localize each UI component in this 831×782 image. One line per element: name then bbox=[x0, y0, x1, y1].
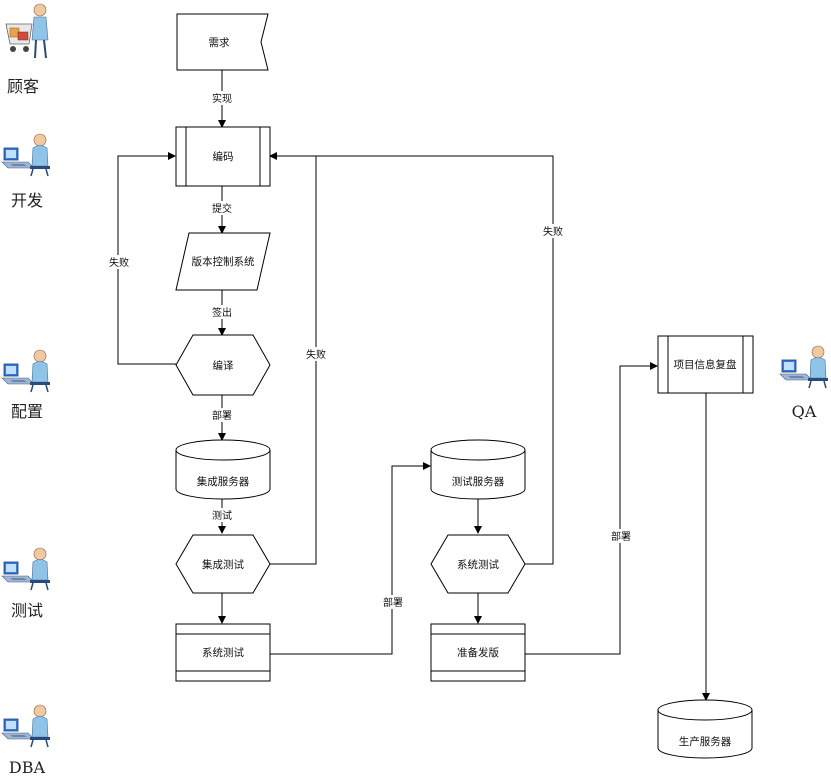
edge-label-bg bbox=[540, 224, 566, 238]
edge-label-commit: 提交 bbox=[212, 202, 232, 215]
node-requirement bbox=[176, 13, 269, 71]
config-workstation-icon bbox=[1, 349, 51, 393]
role-label-dba: DBA bbox=[9, 758, 46, 777]
role-label-test: 测试 bbox=[11, 601, 43, 620]
node-system-test-hex bbox=[430, 534, 526, 594]
node-integration-test-label: 集成测试 bbox=[202, 558, 244, 571]
node-prepare-release-label: 准备发版 bbox=[457, 646, 499, 659]
node-test-server-label: 测试服务器 bbox=[452, 475, 505, 488]
edge-label-test: 测试 bbox=[212, 509, 232, 522]
node-coding-label: 编码 bbox=[213, 150, 234, 163]
node-test-server bbox=[430, 439, 526, 500]
edge-deploy-test-server bbox=[270, 462, 431, 655]
node-integration-server bbox=[175, 439, 271, 500]
edge-label-deploy1: 部署 bbox=[212, 409, 232, 422]
node-requirement-label: 需求 bbox=[209, 37, 230, 49]
role-label-config: 配置 bbox=[11, 402, 43, 421]
node-vcs bbox=[175, 232, 271, 291]
qa-workstation-icon bbox=[779, 345, 829, 389]
node-vcs-label: 版本控制系统 bbox=[192, 255, 255, 268]
edge-label-fail-left: 失败 bbox=[109, 256, 129, 269]
dba-workstation-icon bbox=[1, 704, 51, 748]
node-coding bbox=[175, 126, 271, 187]
edge-label-checkout: 签出 bbox=[212, 306, 232, 319]
node-system-test-box-label: 系统测试 bbox=[202, 646, 244, 659]
node-production-server bbox=[657, 699, 753, 759]
node-system-test-hex-label: 系统测试 bbox=[457, 558, 499, 571]
edge-label-implement: 实现 bbox=[212, 92, 232, 105]
edge-deploy-review bbox=[524, 362, 658, 655]
tester-workstation-icon bbox=[1, 547, 51, 591]
edge-label-bg bbox=[205, 305, 239, 319]
edge-label-fail-right: 失败 bbox=[543, 225, 563, 238]
node-project-review-label: 项目信息复盘 bbox=[674, 358, 737, 371]
edge-label-bg bbox=[378, 595, 408, 609]
role-label-dev: 开发 bbox=[11, 191, 43, 210]
edge-label-bg bbox=[303, 347, 329, 361]
edge-label-bg bbox=[205, 201, 239, 215]
edge-label-bg bbox=[205, 408, 239, 422]
developer-workstation-icon bbox=[1, 133, 51, 177]
node-integration-server-label: 集成服务器 bbox=[197, 475, 250, 488]
edge-label-bg bbox=[106, 255, 132, 269]
node-compile bbox=[175, 334, 271, 396]
edge-label-bg bbox=[205, 91, 239, 105]
edge-fail-system bbox=[316, 155, 554, 565]
role-label-qa: QA bbox=[792, 402, 817, 421]
edge-label-bg bbox=[205, 508, 239, 522]
role-label-customer: 顾客 bbox=[7, 77, 39, 96]
node-compile-label: 编译 bbox=[213, 359, 234, 372]
node-project-review bbox=[657, 335, 754, 394]
edge-label-deploy3: 部署 bbox=[611, 530, 631, 543]
shopping-customer-icon bbox=[5, 3, 49, 59]
edge-label-bg bbox=[606, 529, 636, 543]
node-integration-test bbox=[175, 534, 271, 594]
edge-label-deploy2: 部署 bbox=[383, 596, 403, 609]
edge-label-fail-mid: 失败 bbox=[306, 348, 326, 361]
node-production-server-label: 生产服务器 bbox=[679, 735, 732, 748]
